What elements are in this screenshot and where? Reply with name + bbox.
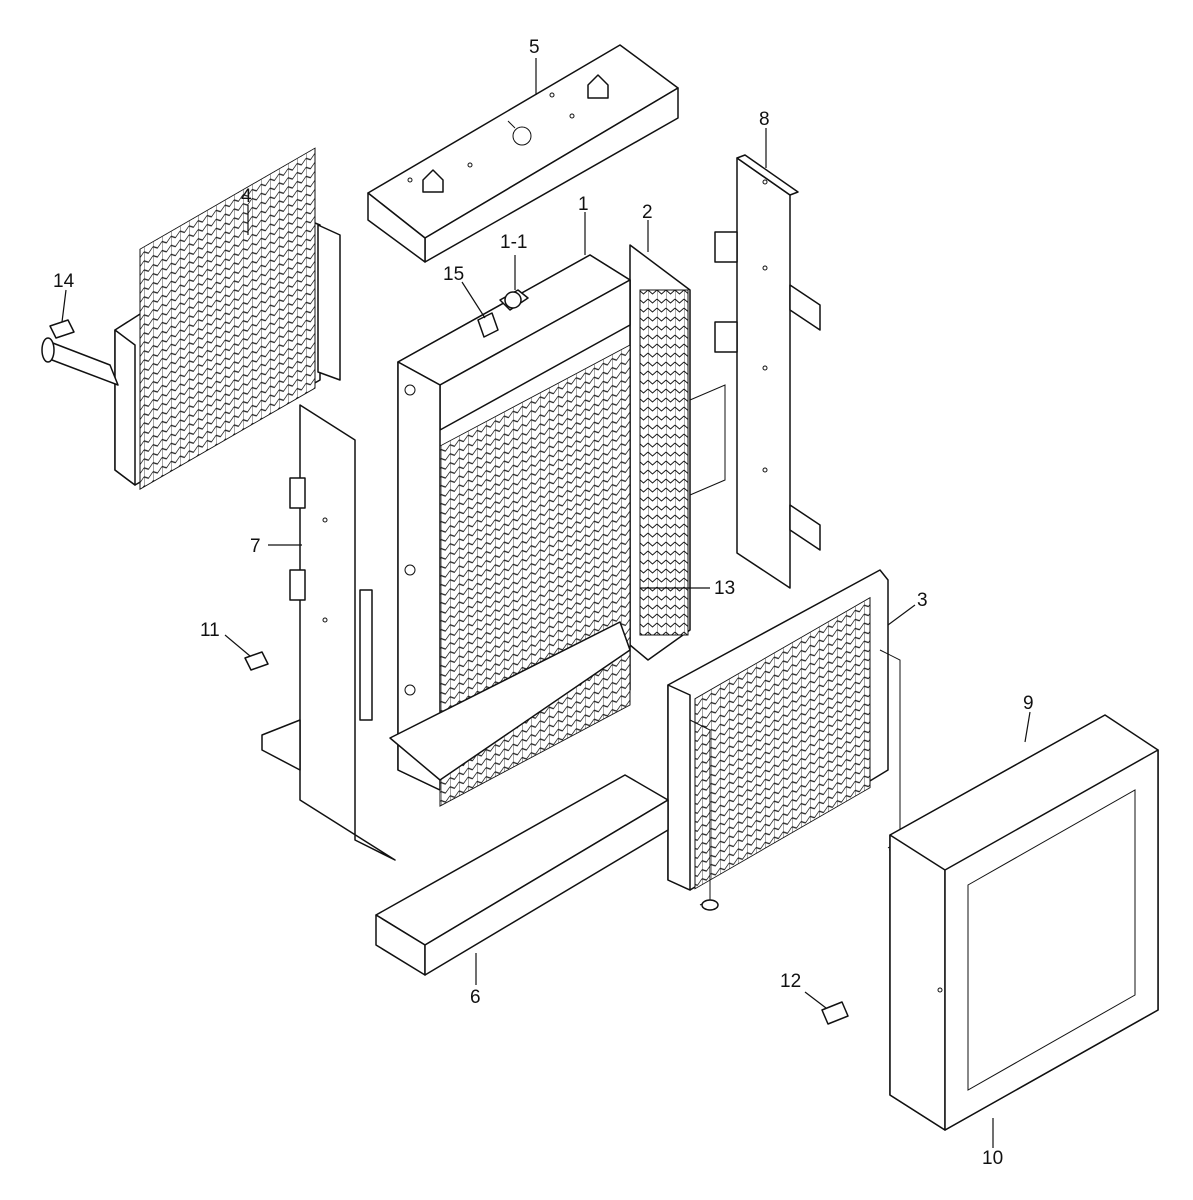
bottom-channel	[375, 774, 669, 976]
callout-1-1: 1-1	[500, 232, 527, 253]
fan-shroud	[889, 714, 1159, 1131]
callout-4: 4	[241, 186, 252, 207]
callout-5: 5	[529, 37, 540, 58]
top-shroud-bracket	[367, 44, 679, 263]
callout-8: 8	[759, 109, 770, 130]
bolt-14	[49, 319, 75, 339]
callout-14: 14	[53, 271, 75, 292]
oil-cooler	[667, 569, 907, 911]
charge-air-cooler	[41, 147, 341, 490]
callout-12: 12	[780, 971, 801, 992]
callout-10: 10	[982, 1148, 1003, 1169]
callout-3: 3	[917, 590, 928, 611]
callout-7: 7	[250, 536, 261, 557]
callout-15: 15	[443, 264, 464, 285]
callout-9: 9	[1023, 693, 1034, 714]
bolt-12	[821, 1001, 849, 1025]
callout-1: 1	[578, 194, 589, 215]
leader-lines	[61, 58, 1031, 1148]
callout-13: 13	[714, 578, 735, 599]
callout-6: 6	[470, 987, 481, 1008]
main-radiator	[389, 254, 631, 807]
left-side-plate	[261, 404, 396, 861]
right-side-plate	[689, 154, 821, 589]
callouts: 1 1-1 2 3 4 5 6 7 8 9 10 11 12 13 14 15	[53, 37, 1034, 1169]
rear-cooler	[629, 244, 691, 661]
bolt-11	[244, 651, 269, 671]
callout-11: 11	[200, 620, 220, 641]
callout-2: 2	[642, 202, 653, 223]
